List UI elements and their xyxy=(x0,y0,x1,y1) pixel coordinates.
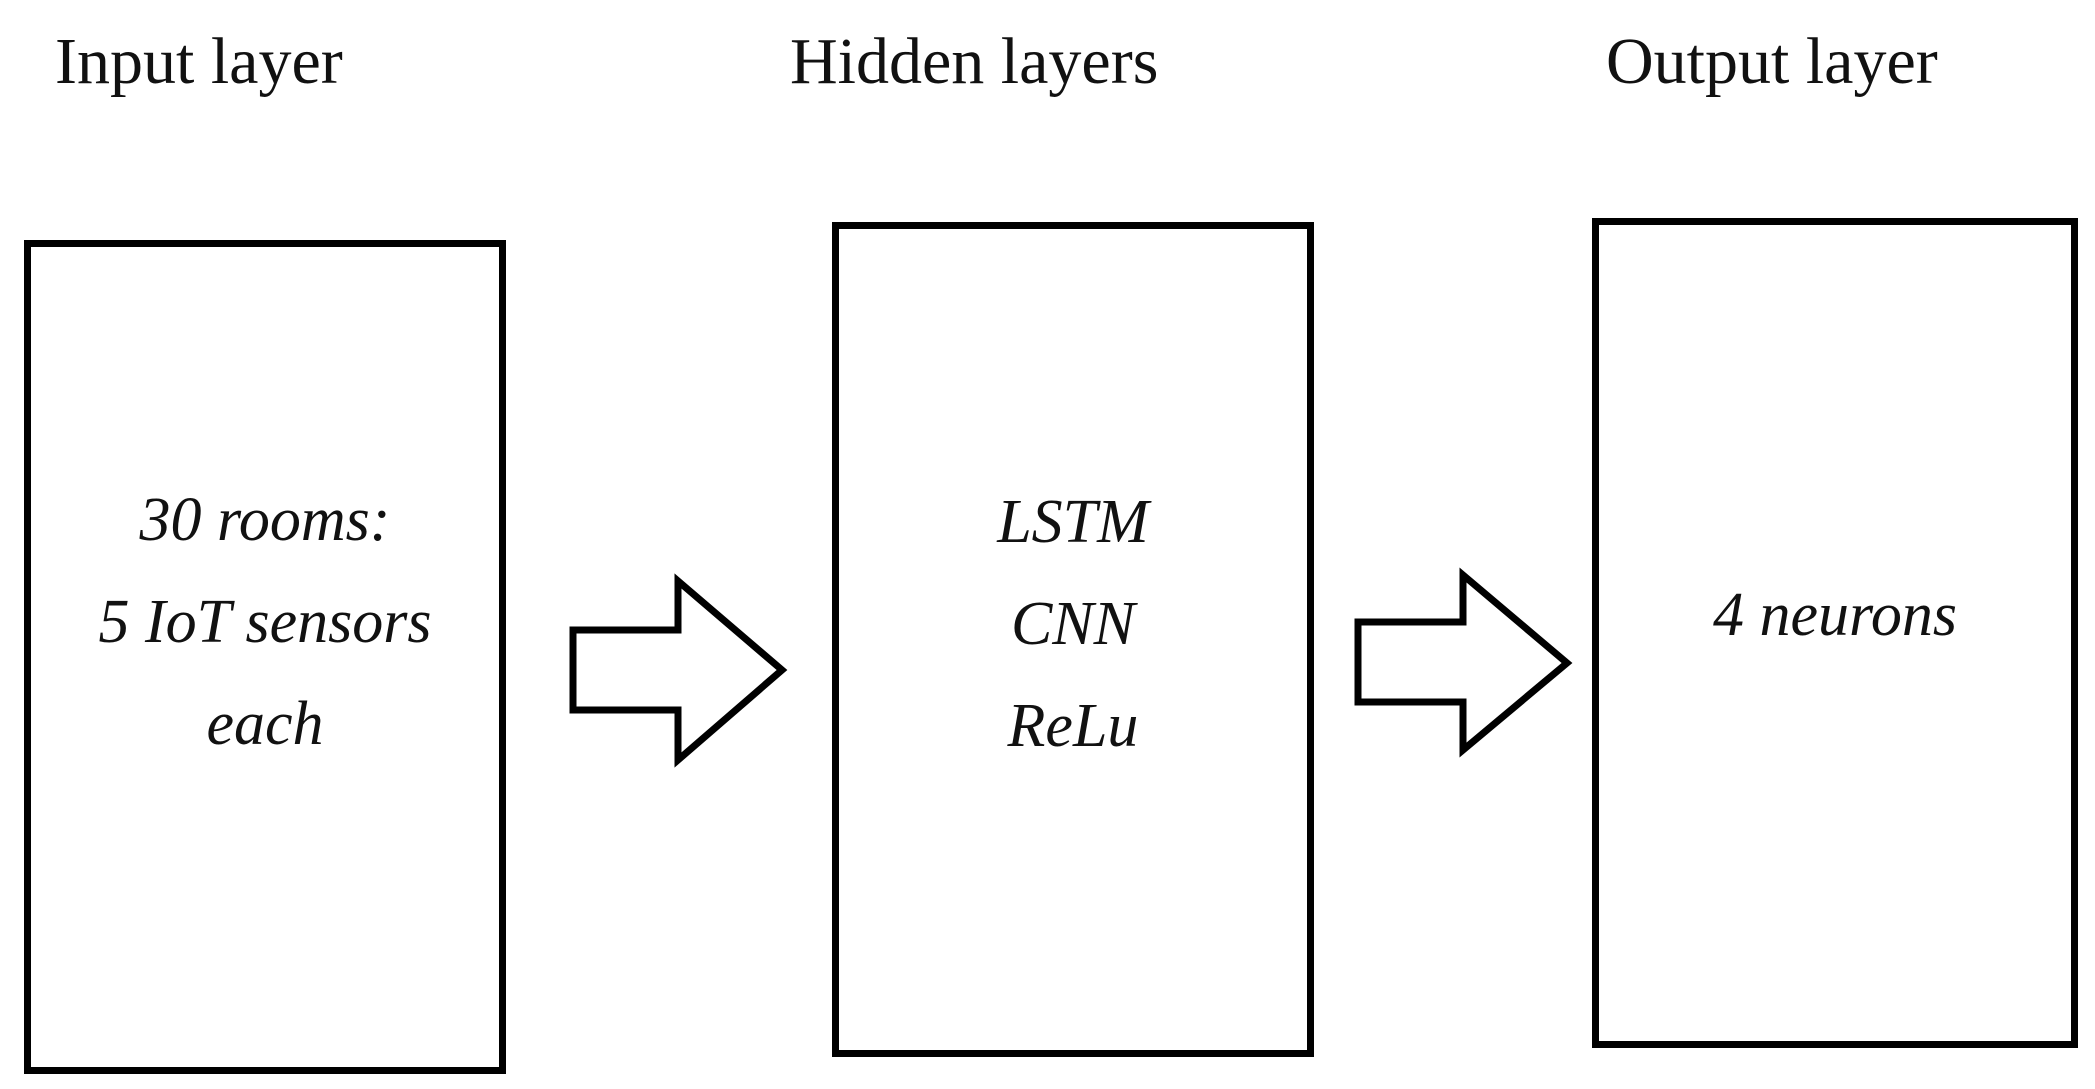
output-layer-line: 4 neurons xyxy=(1713,580,1957,649)
hidden-layers-box: LSTM CNN ReLu xyxy=(832,222,1314,1057)
hidden-layer-line: CNN xyxy=(1010,589,1136,658)
output-layer-box: 4 neurons xyxy=(1592,218,2078,1048)
hidden-layers-description: LSTM CNN ReLu xyxy=(997,471,1149,777)
hidden-layer-line: ReLu xyxy=(1007,691,1139,760)
input-layer-line: 30 rooms: xyxy=(139,486,391,554)
arrow-input-to-hidden xyxy=(569,573,788,768)
hidden-layers-heading: Hidden layers xyxy=(790,25,1159,98)
input-layer-line: each xyxy=(206,690,324,758)
input-layer-heading: Input layer xyxy=(55,25,343,98)
arrow-right-icon xyxy=(1354,567,1573,758)
output-layer-heading: Output layer xyxy=(1606,25,1938,98)
input-layer-line: 5 IoT sensors xyxy=(98,588,432,656)
hidden-layer-line: LSTM xyxy=(997,487,1149,556)
input-layer-description: 30 rooms: 5 IoT sensors each xyxy=(98,469,431,775)
arrow-hidden-to-output xyxy=(1354,567,1573,758)
output-layer-description: 4 neurons xyxy=(1713,564,1957,666)
input-layer-box: 30 rooms: 5 IoT sensors each xyxy=(24,240,506,1074)
arrow-right-icon xyxy=(569,573,788,768)
